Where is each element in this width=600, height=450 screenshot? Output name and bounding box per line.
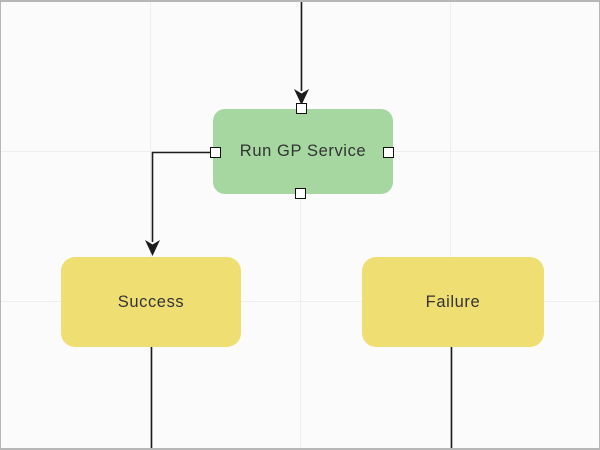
gridline-vertical [450, 2, 451, 448]
node-run-gp-service[interactable]: Run GP Service [213, 109, 393, 194]
arrowhead-down-icon [145, 240, 160, 256]
connection-handle-top[interactable] [296, 103, 307, 114]
gridline-vertical [300, 2, 301, 448]
node-label: Run GP Service [239, 142, 367, 160]
edge-run-gp-service-to-success[interactable] [145, 151, 210, 257]
node-label: Failure [425, 292, 481, 311]
connection-handle-bottom[interactable] [295, 188, 306, 199]
edge-incoming-top[interactable] [294, 2, 309, 105]
connection-handle-left[interactable] [210, 147, 221, 158]
gridline-vertical [150, 2, 151, 448]
connection-handle-right[interactable] [383, 147, 394, 158]
node-label: Success [117, 292, 185, 311]
node-success[interactable]: Success [61, 257, 241, 347]
node-failure[interactable]: Failure [362, 257, 544, 347]
gridline-horizontal [1, 301, 599, 302]
